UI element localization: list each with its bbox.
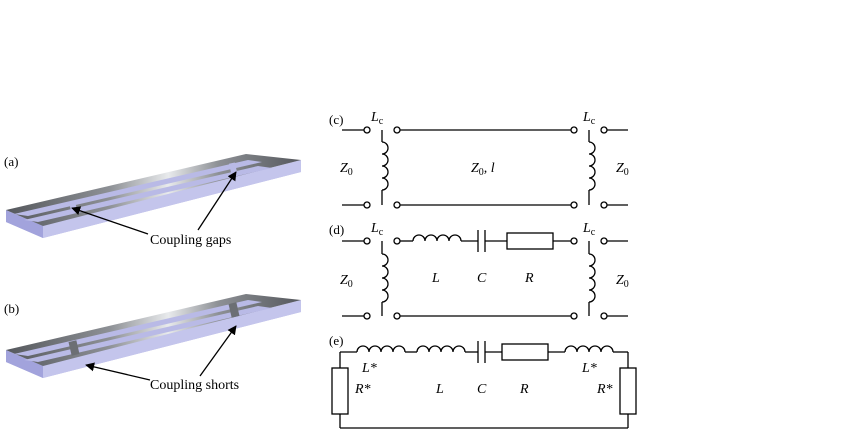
label-Z0-right: Z0 bbox=[616, 273, 629, 290]
callout-shorts-label: Coupling shorts bbox=[150, 378, 239, 393]
inductor-L bbox=[416, 345, 466, 353]
inductor-Lstar-left bbox=[356, 345, 406, 353]
coupling-short-right bbox=[228, 302, 240, 318]
label-C: C bbox=[477, 271, 487, 286]
panel-label-d: (d) bbox=[329, 222, 344, 237]
label-L: L bbox=[431, 271, 440, 286]
callout-shorts: Coupling shorts bbox=[85, 325, 239, 393]
circuit-d: Lc Lc Z0 Z0 L C R bbox=[340, 221, 629, 320]
coupling-short-left bbox=[68, 340, 80, 356]
label-Lc-right: Lc bbox=[582, 110, 596, 127]
label-Lc-right: Lc bbox=[582, 221, 596, 238]
inductor-Lc-right bbox=[588, 253, 596, 303]
label-L: L bbox=[435, 382, 444, 397]
device-b bbox=[6, 294, 301, 378]
substrate-front bbox=[6, 350, 43, 378]
callout-arrow-left bbox=[85, 362, 151, 381]
substrate-edge bbox=[43, 300, 301, 378]
inductor-Lc-right bbox=[588, 141, 596, 191]
callout-gaps-label: Coupling gaps bbox=[150, 233, 231, 248]
resistor-Rstar-right bbox=[619, 367, 637, 415]
label-R: R bbox=[519, 382, 529, 397]
label-Z0-left: Z0 bbox=[340, 161, 353, 178]
callout-arrow-right bbox=[199, 325, 237, 377]
callout-gaps: Coupling gaps bbox=[71, 171, 237, 248]
substrate-edge bbox=[43, 160, 301, 238]
label-Lc-left: Lc bbox=[370, 221, 384, 238]
panel-label-c: (c) bbox=[329, 112, 343, 127]
label-R: R bbox=[524, 271, 534, 286]
resistor-R bbox=[501, 343, 549, 361]
inductor-Lstar-right bbox=[564, 345, 614, 353]
device-a bbox=[6, 154, 301, 238]
center-strip-groove-bottom bbox=[24, 306, 272, 362]
circuit-c: Lc Lc Z0 Z0 Z0, l bbox=[340, 110, 629, 209]
substrate-front bbox=[6, 210, 43, 238]
label-line: Z0, l bbox=[471, 161, 495, 178]
callout-arrow-left bbox=[71, 206, 149, 235]
center-strip-groove-top bbox=[14, 160, 262, 216]
inductor-Lc-left bbox=[381, 141, 389, 191]
inductor-Lc-left bbox=[381, 253, 389, 303]
callout-arrow-right bbox=[197, 171, 237, 231]
center-strip-groove-bottom bbox=[24, 166, 272, 222]
inductor-L bbox=[412, 234, 462, 242]
label-Lstar-right: L* bbox=[581, 361, 597, 376]
label-Lstar-left: L* bbox=[361, 361, 377, 376]
resistor-Rstar-left bbox=[331, 367, 349, 415]
resistor-R bbox=[506, 232, 554, 250]
panel-label-b: (b) bbox=[4, 301, 19, 316]
panel-label-e: (e) bbox=[329, 333, 343, 348]
panel-label-a: (a) bbox=[4, 154, 18, 169]
label-Z0-left: Z0 bbox=[340, 273, 353, 290]
label-Z0-right: Z0 bbox=[616, 161, 629, 178]
label-Rstar-left: R* bbox=[354, 382, 371, 397]
circuit-e: L* L* R* R* L C R bbox=[331, 341, 637, 429]
label-Rstar-right: R* bbox=[596, 382, 613, 397]
label-Lc-left: Lc bbox=[370, 110, 384, 127]
label-C: C bbox=[477, 382, 487, 397]
coupling-gap-right bbox=[228, 162, 238, 174]
